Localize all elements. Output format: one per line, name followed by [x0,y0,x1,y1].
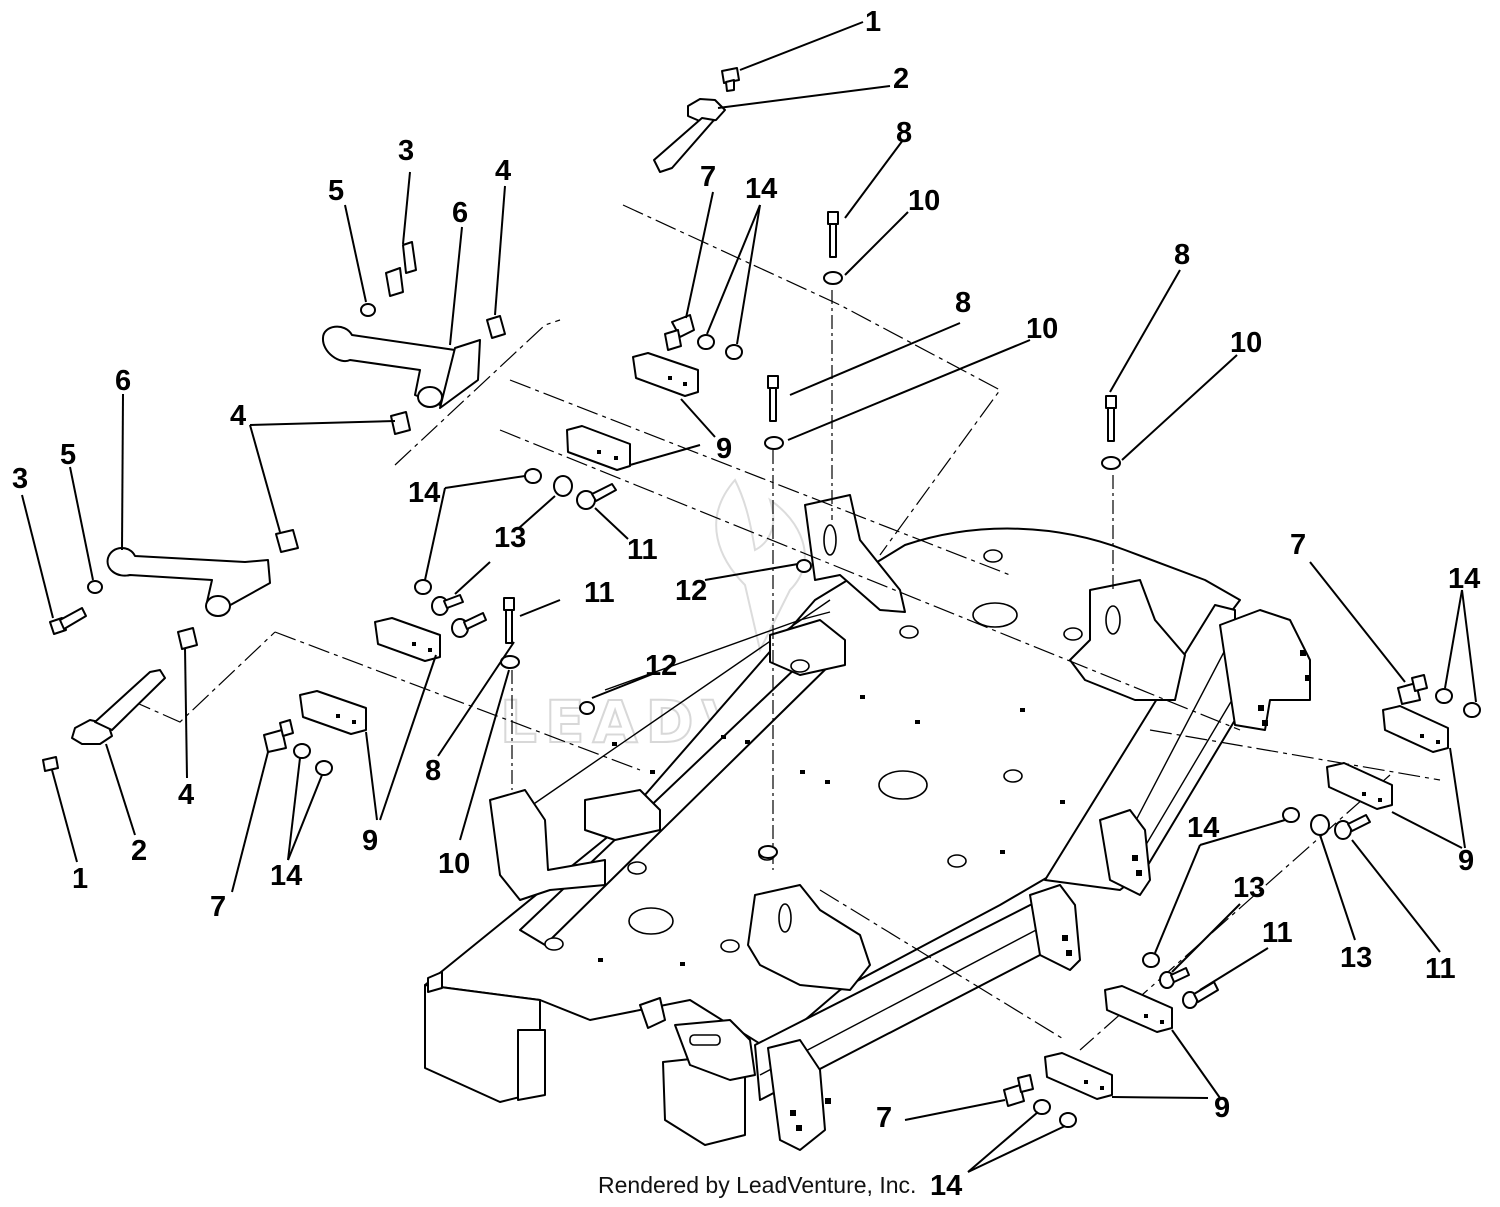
bolt-3-lower [49,607,87,635]
link-9-bottom-a [1104,985,1173,1033]
callout-10: 10 [1026,313,1058,345]
callout-12: 12 [675,575,707,607]
nut-12-b [579,701,595,715]
link-9-bottom-b [1044,1052,1113,1100]
link-9-left-a [374,617,441,662]
callout-9: 9 [1214,1092,1230,1124]
callout-7: 7 [1290,529,1306,561]
callout-labels: 1 2 8 10 7 14 3 5 6 4 6 4 3 5 4 2 1 9 14… [12,6,1480,1202]
callout-4: 4 [178,779,194,811]
callout-11: 11 [1262,917,1293,949]
bolt-13-left [431,594,464,616]
stud-7-top [664,314,695,351]
stud-7-bottom [1003,1074,1034,1107]
callout-11: 11 [627,534,658,566]
nut-5-lower [87,580,103,594]
link-9-left-b [299,690,367,735]
bolt-8-d [503,597,515,644]
pivot-pin-2-left [71,669,166,745]
bolt-1-left [42,756,59,772]
callout-10: 10 [1230,327,1262,359]
leader-lines [21,21,1477,1173]
bushing-4-c [275,529,299,553]
callout-1: 1 [865,6,881,38]
callout-9: 9 [1458,845,1474,877]
callout-8: 8 [896,117,912,149]
washer-10-e [758,845,778,859]
nut-12-a [796,559,812,573]
bolt-3-upper [385,241,417,297]
callout-4: 4 [495,155,511,187]
bolt-1-top [721,67,740,92]
bolt-11-top [576,483,617,510]
lift-arm-6-upper [321,325,481,409]
callout-6: 6 [452,197,468,229]
callout-7: 7 [210,891,226,923]
callout-2: 2 [893,63,909,95]
callout-13: 13 [1340,942,1372,974]
bushing-4-a [486,315,506,339]
callout-5: 5 [328,175,344,207]
callout-10: 10 [438,848,470,880]
bolt-11-left [451,612,487,638]
callout-14: 14 [745,173,777,205]
carriage-bolt-13-top [553,475,573,497]
callout-1: 1 [72,863,88,895]
callout-10: 10 [908,185,940,217]
stud-7-left [263,719,294,753]
washer-10-c [1101,456,1121,470]
callout-12: 12 [645,650,677,682]
callout-14: 14 [408,477,440,509]
callout-14: 14 [930,1170,962,1202]
bolt-13-bottom [1159,967,1190,989]
bolt-8-a [827,211,839,258]
callout-4: 4 [230,400,246,432]
callout-3: 3 [12,463,28,495]
callout-14: 14 [1187,812,1219,844]
callout-8: 8 [1174,239,1190,271]
callout-9: 9 [362,825,378,857]
bolt-13-right [1310,814,1330,836]
washer-10-a [823,271,843,285]
bolt-11-bottom [1182,981,1219,1009]
callout-14: 14 [1448,563,1480,595]
washer-10-b [764,436,784,450]
callout-7: 7 [700,161,716,193]
callout-6: 6 [115,365,131,397]
callout-7: 7 [876,1102,892,1134]
pivot-pin-2-top [653,98,726,173]
render-credit: Rendered by LeadVenture, Inc. [598,1172,917,1198]
lift-arm-6-lower [106,547,271,617]
stud-7-right [1397,674,1428,705]
callout-9: 9 [716,433,732,465]
callout-3: 3 [398,135,414,167]
callout-14: 14 [270,860,302,892]
callout-2: 2 [131,835,147,867]
deck-frame [424,494,1311,1151]
link-9-top-b [566,425,631,471]
callout-13: 13 [494,522,526,554]
link-9-right-b [1326,762,1393,810]
bolt-8-b [767,375,779,422]
callout-5: 5 [60,439,76,471]
callout-8: 8 [425,755,441,787]
link-9-top-a [632,352,699,397]
bolt-8-c [1105,395,1117,442]
nut-5-upper [360,303,376,317]
callout-8: 8 [955,287,971,319]
link-9-right-a [1382,705,1449,753]
callout-13: 13 [1233,872,1265,904]
callout-11: 11 [584,577,615,609]
bolt-11-right [1334,814,1371,840]
callout-11: 11 [1425,953,1456,985]
bushing-4-b [390,411,411,435]
bushing-4-d [177,627,198,650]
